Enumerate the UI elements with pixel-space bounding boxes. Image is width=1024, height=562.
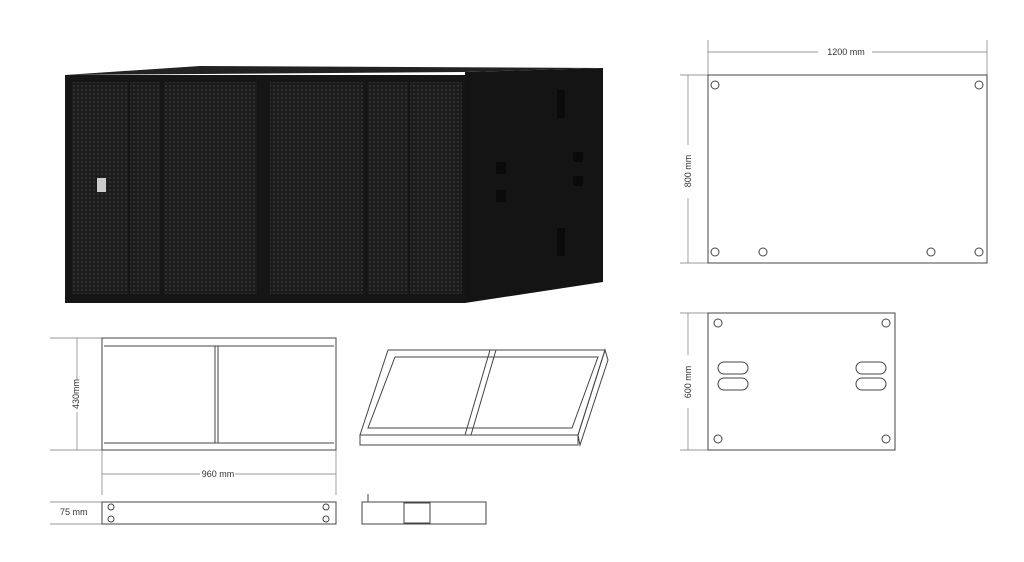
subwoofer-cabinet-photo <box>65 66 603 303</box>
top-view-drawing <box>680 40 988 264</box>
brand-logo <box>97 178 106 192</box>
dim-top-depth: 800 mm <box>683 155 693 188</box>
dim-frame-width: 960 mm <box>202 469 235 479</box>
dim-side-depth: 600 mm <box>683 366 693 399</box>
dim-frame-thickness: 75 mm <box>60 507 88 517</box>
rigging-frame-front-drawing <box>50 337 337 525</box>
rigging-frame-isometric-drawing <box>359 348 609 447</box>
dim-top-width: 1200 mm <box>827 47 865 57</box>
rigging-frame-side-drawing <box>361 494 487 525</box>
side-view-drawing <box>680 312 896 451</box>
dim-frame-height: 430mm <box>71 379 81 409</box>
